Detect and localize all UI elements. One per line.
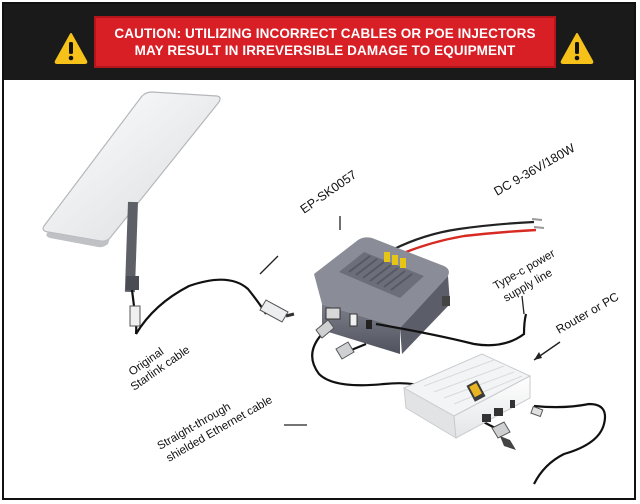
router-label: Router or PC — [554, 289, 622, 336]
router-arrow-head — [534, 352, 542, 360]
starlink-cable-run — [135, 278, 267, 335]
dc-black-wire — [391, 220, 535, 251]
starlink-plug — [259, 299, 289, 323]
diagram-frame: CAUTION: UTILIZING INCORRECT CABLES OR P… — [2, 2, 636, 500]
ep-sk0057-device — [314, 237, 450, 354]
device-model-label: EP-SK0057 — [298, 167, 360, 216]
caution-line-1: CAUTION: UTILIZING INCORRECT CABLES OR P… — [114, 26, 536, 41]
caution-message: CAUTION: UTILIZING INCORRECT CABLES OR P… — [94, 16, 556, 68]
typec-cable — [375, 313, 528, 347]
caution-banner: CAUTION: UTILIZING INCORRECT CABLES OR P… — [4, 4, 634, 80]
connection-diagram: EP-SK0057 DC 9-36V/180W Type-c power sup… — [42, 91, 622, 485]
warning-triangle-icon — [560, 33, 594, 64]
dc-red-wire — [395, 228, 537, 258]
dc-input-label: DC 9-36V/180W — [492, 141, 578, 199]
warning-triangle-icon — [54, 33, 88, 64]
typec-leader-line — [521, 295, 525, 315]
router-output-cable — [533, 402, 607, 485]
starlink-cable-connector — [129, 305, 141, 327]
starlink-leader-line — [259, 255, 279, 275]
router-device — [402, 353, 532, 439]
caution-line-2: MAY RESULT IN IRREVERSIBLE DAMAGE TO EQU… — [134, 43, 516, 58]
starlink-dish — [42, 91, 221, 293]
